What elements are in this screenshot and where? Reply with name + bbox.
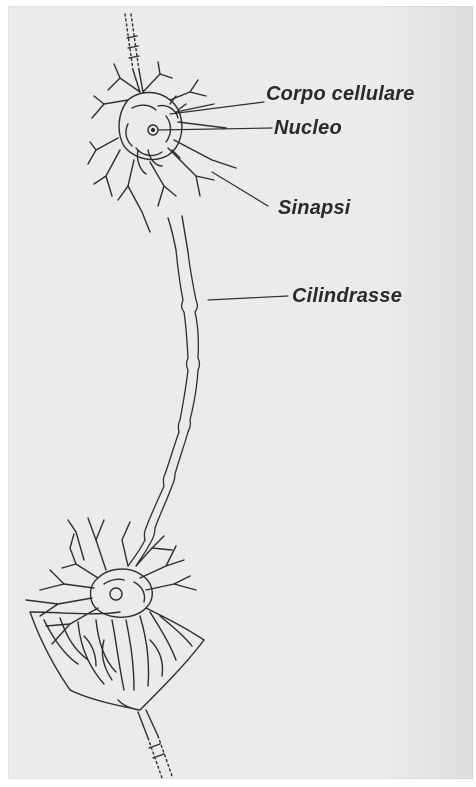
leader-nucleo	[158, 128, 272, 130]
upper-neuron-body	[119, 93, 186, 175]
axon-cilindrasse	[128, 250, 200, 566]
label-sinapsi: Sinapsi	[278, 198, 351, 218]
outgoing-axon	[138, 710, 172, 778]
label-nucleo: Nucleo	[274, 118, 342, 138]
label-cilindrasse: Cilindrasse	[292, 286, 402, 306]
label-corpo-cellulare: Corpo cellulare	[266, 84, 415, 104]
lower-synapses	[30, 608, 204, 710]
leader-corpo-cellulare	[170, 102, 264, 114]
leader-lines	[158, 102, 288, 300]
leader-sinapsi	[212, 172, 268, 206]
lower-nucleus	[110, 588, 122, 600]
upper-neuron-dendrites	[88, 62, 236, 232]
incoming-axon	[125, 14, 143, 92]
axon-hillock	[168, 216, 188, 252]
leader-cilindrasse	[208, 296, 288, 300]
upper-nucleus	[148, 125, 158, 135]
